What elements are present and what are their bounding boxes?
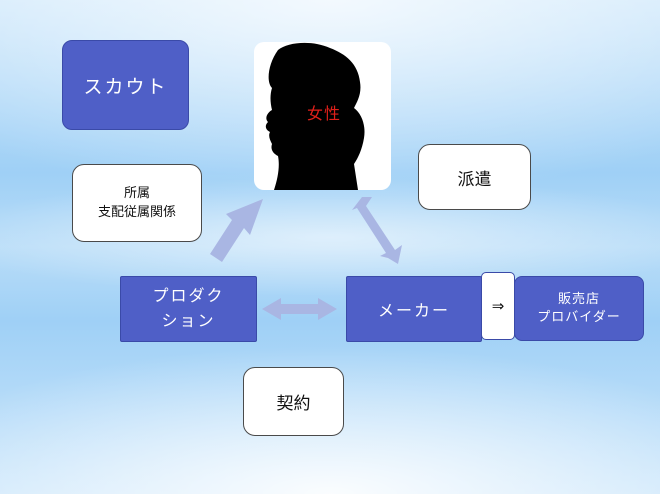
production-node: プロダク ション xyxy=(120,276,257,342)
seller-label-line2: プロバイダー xyxy=(537,309,621,325)
contract-node: 契約 xyxy=(243,367,344,436)
woman-label: 女性 xyxy=(306,104,341,123)
scout-label: スカウト xyxy=(83,75,168,98)
seller-label-line1: 販売店 xyxy=(557,291,600,307)
woman-production-arrow xyxy=(210,199,263,262)
affiliation-label-line1: 所属 xyxy=(123,185,150,201)
maker-label: メーカー xyxy=(377,301,450,320)
dispatch-node: 派遣 xyxy=(418,144,531,210)
woman-silhouette-icon xyxy=(265,43,365,190)
contract-label: 契約 xyxy=(276,394,311,414)
scout-node: スカウト xyxy=(62,40,189,130)
production-label-line2: ション xyxy=(161,311,216,330)
production-maker-arrow xyxy=(262,298,337,320)
woman-maker-arrow xyxy=(352,197,402,264)
affiliation-label-line2: 支配従属関係 xyxy=(97,205,176,220)
dispatch-label: 派遣 xyxy=(457,169,492,190)
seller-node: 販売店 プロバイダー xyxy=(514,276,644,341)
arrow-node: ⇒ xyxy=(481,272,515,340)
affiliation-node: 所属 支配従属関係 xyxy=(72,164,202,242)
production-label-line1: プロダク xyxy=(152,286,225,306)
maker-node: メーカー xyxy=(346,276,482,342)
right-double-arrow-icon: ⇒ xyxy=(491,297,505,315)
woman-node: 女性 xyxy=(254,42,391,190)
